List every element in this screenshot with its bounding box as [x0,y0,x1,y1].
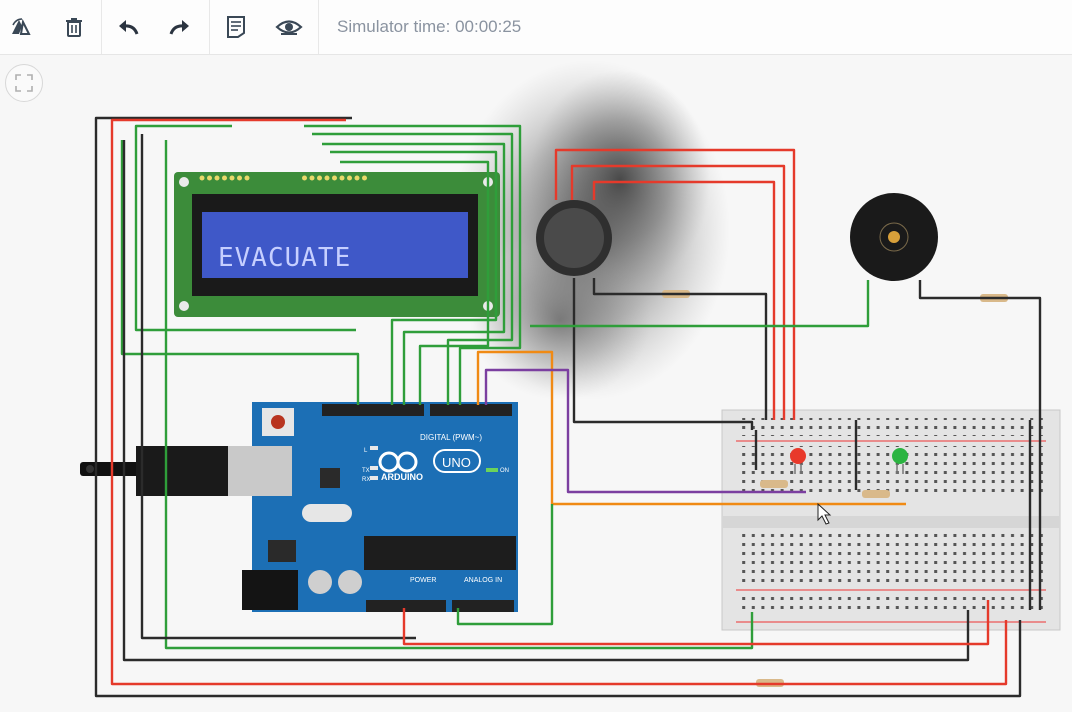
simulator-time: Simulator time: 00:00:25 [337,17,522,36]
resistor[interactable] [760,480,788,488]
piezo-buzzer[interactable] [850,193,938,281]
rotate-icon [12,18,31,35]
lcd-pin[interactable] [309,175,315,181]
lcd-pin[interactable] [214,175,220,181]
visibility-button[interactable] [269,7,309,47]
digital-label: DIGITAL (PWM~) [420,433,482,442]
rotate-button[interactable] [2,7,42,47]
lcd-display[interactable]: EVACUATE [174,172,500,317]
lcd-text: EVACUATE [218,243,351,273]
notes-icon [227,16,245,38]
arduino-brand: ARDUINO [381,472,423,482]
gas-sensor[interactable] [536,200,612,276]
lcd-pin[interactable] [362,175,367,181]
lcd-pin[interactable] [354,175,360,181]
lcd-pin[interactable] [207,175,212,181]
redo-button[interactable] [160,7,200,47]
analog-label: ANALOG IN [464,577,502,584]
lcd-pin[interactable] [199,175,205,181]
lcd-pin[interactable] [324,175,330,181]
green-led[interactable] [892,448,908,474]
lcd-pin[interactable] [332,175,337,181]
usb-cable [80,446,228,496]
lcd-pin[interactable] [222,175,227,181]
lcd-pin[interactable] [347,175,352,181]
mouse-cursor-icon [817,502,832,525]
notes-button[interactable] [216,7,256,47]
tx-label: TX [362,468,370,474]
red-led[interactable] [790,448,806,474]
on-label: ON [500,468,509,474]
redo-icon [169,20,189,35]
power-label: POWER [410,577,436,584]
lcd-pin[interactable] [229,175,235,181]
arduino-model: UNO [442,455,471,470]
eye-icon [275,20,303,35]
lcd-pin[interactable] [302,175,307,181]
fullscreen-icon [15,74,33,92]
lcd-pin[interactable] [244,175,250,181]
resistor[interactable] [862,490,890,498]
toolbar: Simulator time: 00:00:25 [0,0,1072,55]
lcd-pin-row [199,175,367,181]
arduino-uno[interactable]: DIGITAL (PWM~) ARDUINO UNO ON L TX RX PO… [226,402,518,612]
trash-icon [66,18,82,37]
rx-label: RX [362,477,370,483]
lcd-pin[interactable] [339,175,345,181]
undo-icon [119,20,139,35]
reset-button[interactable] [271,415,285,429]
breadboard[interactable] [721,409,1061,631]
lcd-pin[interactable] [317,175,322,181]
arduino-logo-icon [378,451,418,473]
wires [94,116,1042,698]
l-label: L [364,448,368,454]
circuit-canvas[interactable]: EVACUATE DIGITAL (PWM~) ARDUINO UNO ON L… [0,55,1072,712]
fit-view-button[interactable] [5,64,43,102]
delete-button[interactable] [54,7,94,47]
lcd-pin[interactable] [237,175,242,181]
undo-button[interactable] [108,7,148,47]
